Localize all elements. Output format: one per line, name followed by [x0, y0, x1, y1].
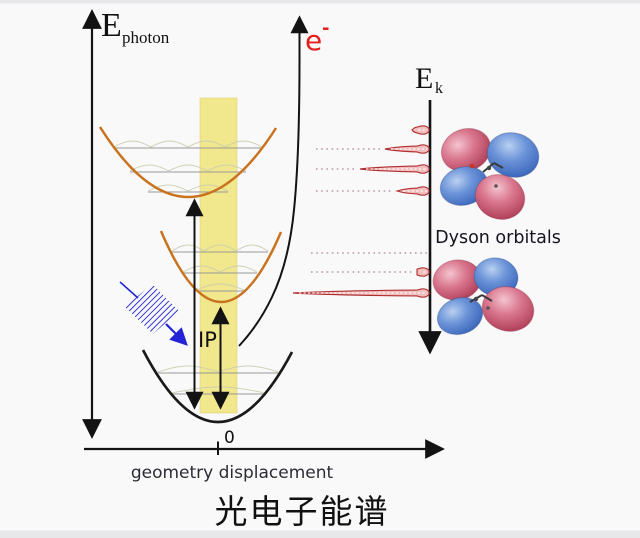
- spectrum-peak-row: [292, 288, 430, 298]
- bottom-edge-strip: [0, 530, 640, 538]
- orbital-lobe-pink: [481, 286, 535, 332]
- kinetic-axis-label: E: [415, 62, 433, 95]
- wavefunction: [113, 140, 263, 148]
- orbital-lobe-pink: [474, 174, 526, 220]
- x-axis-label: geometry displacement: [131, 463, 334, 483]
- franck-condon-band: [199, 97, 238, 414]
- spectrum-peak-row: [311, 267, 430, 277]
- laser-pulse-icon: [119, 281, 188, 346]
- spectrum-peak-row: [411, 125, 430, 135]
- orbital-lobe-blue: [486, 132, 540, 178]
- electron-label-sup: -: [322, 18, 329, 39]
- photon-axis-label: E: [101, 7, 122, 44]
- molecular-skeleton: [469, 294, 493, 310]
- ion-excited-state-levels: [113, 140, 263, 193]
- pulse-arrow: [165, 323, 188, 346]
- vibrational-levels-layer: [113, 140, 279, 395]
- dyson-orbital-upper: [439, 127, 540, 220]
- kinetic-axis-label-sub: k: [435, 80, 443, 97]
- pulse-tail: [119, 281, 139, 299]
- neutral-ground-state-curve: [141, 349, 294, 424]
- dyson-orbital-lower: [432, 257, 535, 336]
- ion-excited-state-curve: [98, 126, 278, 199]
- page-title: 光电子能谱: [215, 492, 390, 531]
- spectrum-peak: [384, 144, 430, 154]
- ion-ground-state-curve: [159, 230, 283, 304]
- spectrum-peak-row: [316, 164, 430, 174]
- orbital-lobe-blue: [436, 296, 484, 336]
- top-edge-strip: [0, 0, 640, 4]
- ip-label: IP: [198, 328, 217, 352]
- wavefunction: [129, 164, 247, 172]
- spectrum-peak: [411, 125, 430, 135]
- electron-trajectory: [238, 15, 309, 347]
- electron-label: e: [305, 24, 322, 57]
- dyson-orbitals-label: Dyson orbitals: [435, 228, 561, 248]
- spectrum-peak-row: [316, 186, 430, 196]
- spectrum-peak-row: [316, 144, 430, 154]
- photon-axis-label-sub: photon: [122, 28, 170, 47]
- pulse-wavepacket: [125, 284, 179, 334]
- origin-label: 0: [224, 428, 235, 448]
- spectrum-peaks-layer: [292, 125, 430, 298]
- wavefunction: [195, 283, 245, 291]
- molecular-skeleton: [469, 162, 504, 188]
- wavefunction: [147, 184, 229, 192]
